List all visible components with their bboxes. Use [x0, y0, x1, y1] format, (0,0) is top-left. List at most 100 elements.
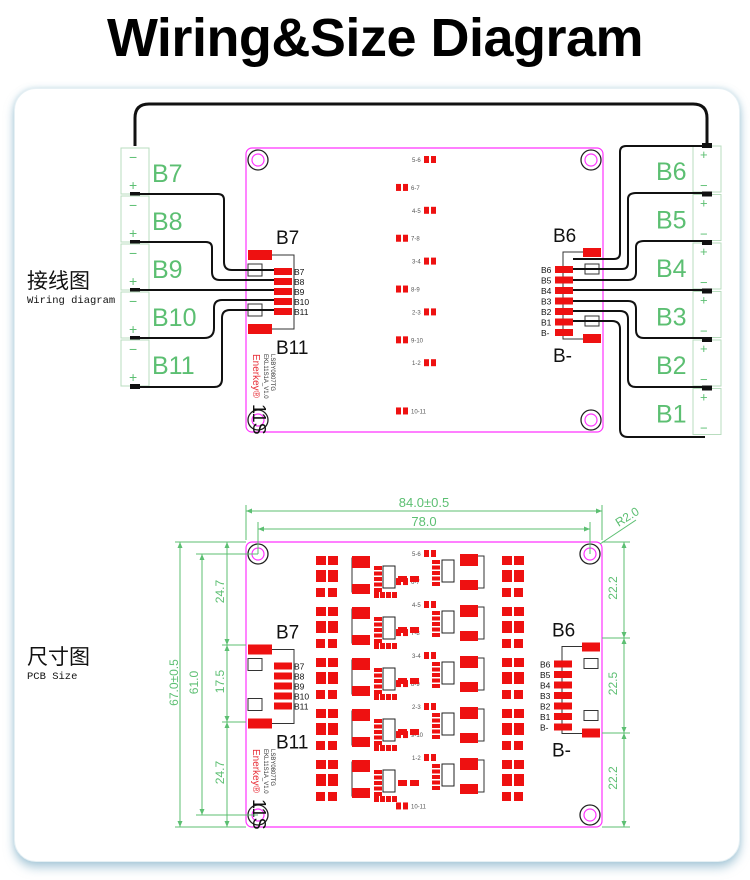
- smd-component: [502, 774, 512, 786]
- balance-wire-b2: [573, 300, 705, 339]
- dimension-label-right-connector-span: 22.5: [606, 671, 620, 695]
- terminal-lug: [130, 192, 140, 197]
- balance-pad: [403, 234, 408, 242]
- smd-component: [374, 781, 382, 785]
- connector-pin-pad: [554, 723, 572, 731]
- negative-terminal-icon: −: [700, 324, 708, 339]
- smd-component: [432, 729, 440, 734]
- balance-pad: [424, 359, 429, 367]
- connector-pin-label: B11: [294, 702, 309, 712]
- balance-wire-b7: [140, 193, 274, 271]
- negative-terminal-icon: −: [129, 245, 137, 261]
- connector-pin-pad: [274, 288, 292, 295]
- terminal-lug: [702, 191, 712, 197]
- smd-component: [316, 672, 326, 684]
- terminal-lug: [130, 384, 140, 389]
- connector-label-bottom: B-: [552, 741, 571, 762]
- mounting-hole: [580, 149, 602, 171]
- dimension-arrow: [224, 542, 230, 548]
- board-code: LSBY0807TG: [269, 749, 275, 786]
- smd-component: [460, 631, 478, 641]
- size-label-en: PCB Size: [27, 671, 78, 683]
- smd-component: [328, 741, 337, 750]
- battery-cell-b9: −+B9: [120, 243, 183, 293]
- smd-component: [316, 741, 325, 750]
- terminal-lug: [702, 143, 712, 148]
- smd-component: [380, 745, 385, 751]
- ic-chip: [441, 661, 455, 685]
- connector-pin-pad: [274, 682, 292, 690]
- smd-component: [352, 607, 370, 619]
- connector-mount-pad: [248, 250, 272, 260]
- smd-component: [460, 580, 478, 590]
- ic-chip: [382, 667, 396, 691]
- balance-pad: [403, 183, 408, 191]
- balance-pad: [424, 550, 429, 557]
- smd-component: [380, 694, 385, 700]
- battery-cell-outline: [692, 339, 722, 387]
- smd-component: [328, 607, 338, 616]
- smd-component: [410, 576, 419, 582]
- smd-component: [460, 758, 478, 770]
- negative-terminal-icon: −: [700, 178, 708, 193]
- negative-terminal-icon: −: [700, 372, 708, 387]
- mounting-hole-inner: [584, 153, 598, 167]
- battery-cell-label: B2: [656, 352, 687, 380]
- smd-component: [316, 760, 326, 769]
- smd-component: [316, 723, 326, 735]
- wiring-label-zh: 接线图: [27, 269, 90, 293]
- battery-cell-outline: [120, 243, 150, 291]
- connector-pin-pad: [555, 318, 573, 326]
- battery-cell-label: B8: [152, 208, 183, 236]
- connector-pin-pad: [555, 266, 573, 273]
- connector-latch: [583, 658, 599, 669]
- dimension-arrow: [199, 554, 205, 560]
- battery-cell-outline: [120, 339, 150, 387]
- balance-label: 7-8: [411, 631, 420, 637]
- balance-pad: [396, 407, 401, 415]
- balance-label: 1-2: [412, 361, 421, 367]
- connector-pin-pad: [554, 671, 572, 678]
- smd-component: [432, 786, 440, 790]
- component-outline: [478, 555, 485, 589]
- negative-terminal-icon: −: [700, 227, 708, 242]
- connector-pin-label: B4: [540, 681, 551, 691]
- smd-component: [502, 690, 511, 699]
- smd-component: [386, 592, 391, 598]
- balance-label: 2-3: [412, 705, 421, 711]
- balance-pad: [424, 206, 429, 214]
- smd-component: [352, 556, 370, 568]
- balance-pad: [403, 336, 408, 344]
- smd-component: [374, 741, 382, 745]
- balance-wire-b10: [140, 299, 274, 339]
- balance-pad: [403, 285, 408, 293]
- smd-component: [352, 709, 370, 721]
- smd-component: [328, 723, 338, 735]
- smd-component: [328, 672, 338, 684]
- balance-label: 7-8: [411, 237, 420, 243]
- connector-pin-pad: [274, 308, 292, 315]
- balance-label: 9-10: [411, 338, 424, 344]
- terminal-lug: [702, 240, 712, 245]
- smd-component: [502, 672, 512, 684]
- smd-component: [316, 639, 325, 648]
- connector-label-top: B6: [552, 621, 575, 642]
- smd-component: [398, 729, 407, 735]
- smd-component: [398, 678, 407, 684]
- connector-mount-pad: [248, 718, 272, 729]
- dimension-label-right-top-gap: 22.2: [606, 576, 620, 600]
- component-outline: [478, 657, 485, 691]
- balance-pad: [431, 359, 436, 367]
- smd-component: [374, 735, 382, 740]
- dimension-label-left-connector-span: 17.5: [213, 669, 227, 693]
- balance-label: 1-2: [412, 756, 421, 762]
- connector-pin-pad: [555, 329, 573, 336]
- smd-component: [432, 764, 440, 768]
- connector-bracket: [272, 254, 295, 330]
- smd-component: [398, 627, 407, 633]
- smd-component: [328, 588, 337, 597]
- smd-component: [432, 622, 440, 626]
- battery-cell-label: B6: [656, 158, 687, 186]
- smd-component: [374, 690, 382, 694]
